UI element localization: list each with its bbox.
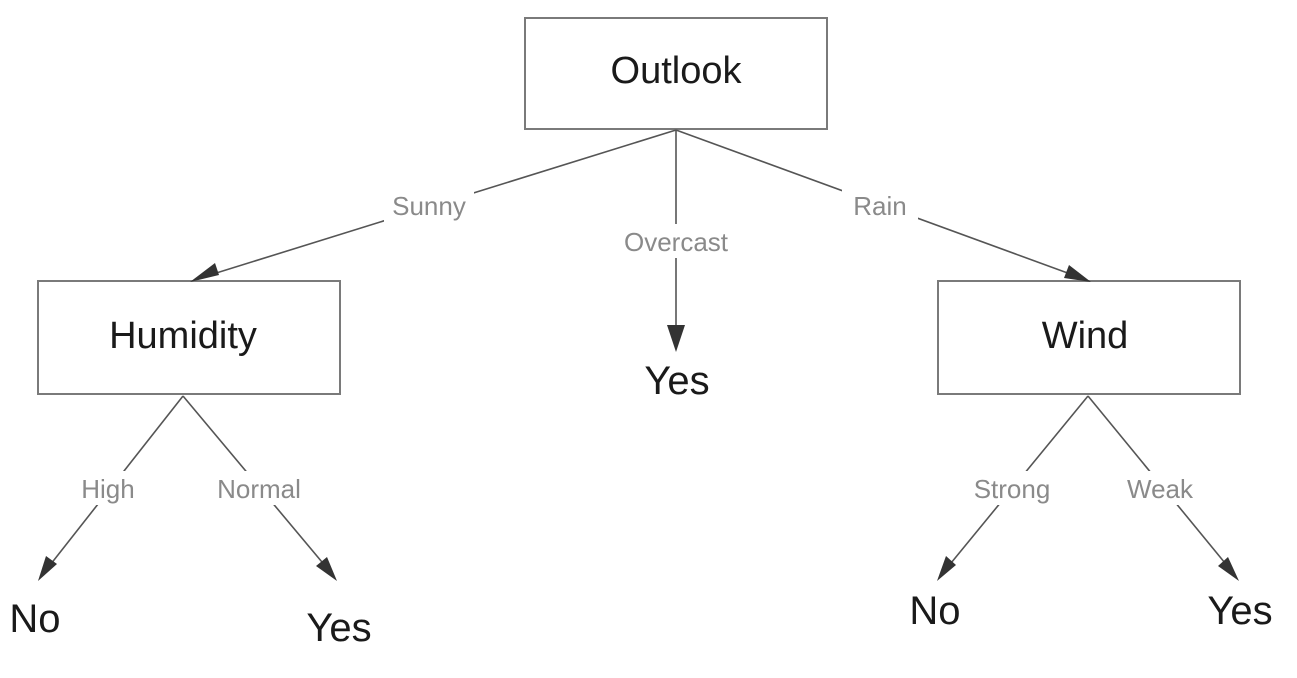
edge-rain-arrowhead (1064, 265, 1091, 282)
node-outlook-label: Outlook (611, 50, 743, 92)
node-outlook-box (524, 17, 828, 130)
leaf-high-no: No (9, 597, 60, 641)
edge-high-label-bg (72, 471, 144, 505)
node-humidity-label: Humidity (109, 315, 257, 357)
node-wind: Wind (937, 280, 1241, 395)
edge-high: High (38, 395, 184, 581)
leaf-overcast-yes: Yes (644, 359, 709, 403)
edge-overcast: Overcast (606, 130, 744, 352)
edge-overcast-arrowhead (667, 325, 685, 352)
edge-weak-label-bg (1112, 471, 1208, 505)
edge-strong-label: Strong (974, 474, 1051, 504)
leaf-normal-yes: Yes (306, 606, 371, 650)
edge-sunny-label: Sunny (392, 191, 466, 221)
edge-overcast-label: Overcast (624, 227, 729, 257)
edge-rain-label: Rain (853, 191, 906, 221)
edge-normal: Normal (182, 395, 337, 581)
edge-strong: Strong (937, 395, 1089, 581)
edge-overcast-label-bg (606, 224, 744, 258)
edge-sunny-label-bg (384, 188, 474, 222)
edge-sunny-arrowhead (190, 263, 219, 282)
leaf-strong-no: No (909, 589, 960, 633)
edge-weak-arrowhead (1218, 557, 1239, 581)
node-outlook: Outlook (524, 17, 828, 130)
edge-high-label: High (81, 474, 134, 504)
edge-strong-arrowhead (937, 556, 956, 581)
edge-rain: Rain (675, 129, 1091, 282)
edge-weak: Weak (1087, 395, 1239, 581)
edge-normal-label: Normal (217, 474, 301, 504)
edge-sunny: Sunny (190, 129, 677, 282)
node-humidity: Humidity (37, 280, 341, 395)
node-wind-label: Wind (1042, 315, 1129, 357)
edge-high-arrowhead (38, 556, 57, 581)
edge-rain-label-bg (842, 188, 918, 222)
leaf-weak-yes: Yes (1207, 589, 1272, 633)
edge-strong-label-bg (960, 471, 1064, 505)
node-humidity-box (37, 280, 341, 395)
edge-weak-label: Weak (1127, 474, 1194, 504)
edge-normal-label-bg (204, 471, 314, 505)
edge-normal-arrowhead (316, 557, 337, 581)
